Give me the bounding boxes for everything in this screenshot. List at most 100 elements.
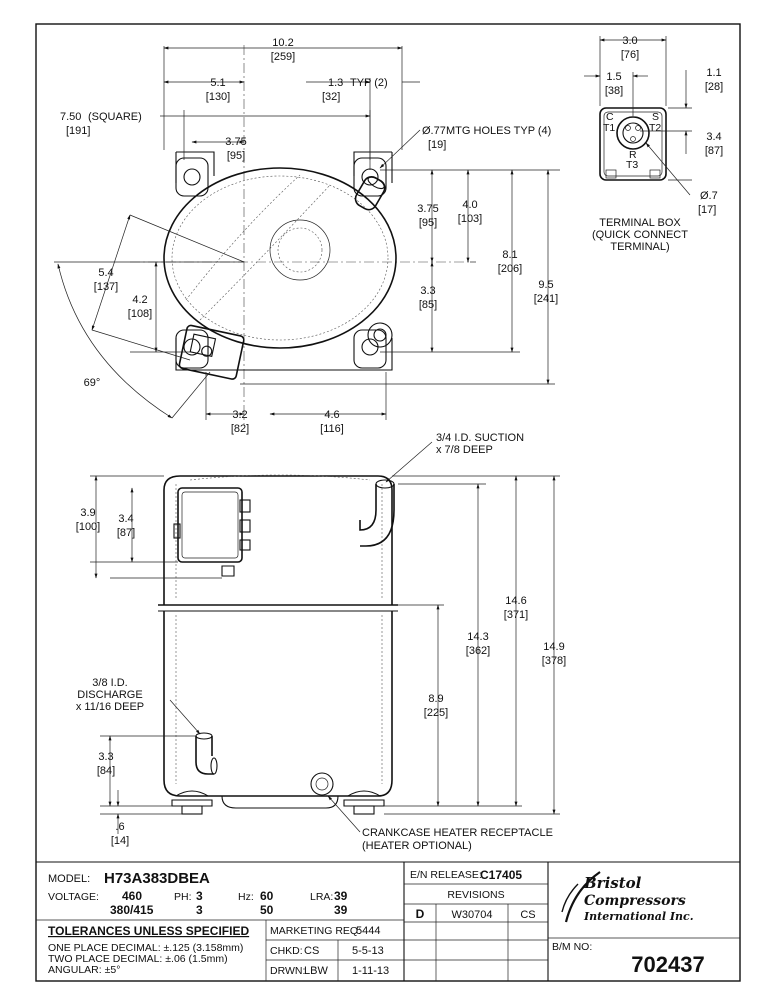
- svg-text:VOLTAGE:: VOLTAGE:: [48, 891, 99, 903]
- marketing-req: 5444: [356, 925, 380, 937]
- svg-text:PH:: PH:: [174, 891, 192, 903]
- lra-2: 39: [334, 903, 348, 917]
- svg-text:(SQUARE): (SQUARE): [88, 111, 142, 123]
- pin-s-label: S: [652, 111, 659, 123]
- hz-1: 60: [260, 889, 274, 903]
- pin-t2-label: T2: [649, 122, 661, 134]
- svg-text:[259]: [259]: [271, 51, 295, 63]
- svg-text:[38]: [38]: [605, 85, 623, 97]
- dim-right-95: 9.5: [538, 279, 553, 291]
- svg-text:[137]: [137]: [94, 281, 118, 293]
- compressor-shell-lower: [163, 611, 393, 797]
- dim-typ-offset: 1.3: [328, 77, 343, 89]
- bm-number: 702437: [631, 952, 704, 977]
- svg-text:[19]: [19]: [428, 139, 446, 151]
- dim-bottom-32: 3.2: [232, 409, 247, 421]
- svg-text:(HEATER OPTIONAL): (HEATER OPTIONAL): [362, 840, 472, 852]
- svg-text:DISCHARGE: DISCHARGE: [77, 689, 142, 701]
- dim-angle: 69°: [84, 377, 101, 389]
- svg-text:CHKD:: CHKD:: [270, 945, 303, 957]
- svg-text:[14]: [14]: [111, 835, 129, 847]
- svg-text:[84]: [84]: [97, 765, 115, 777]
- svg-text:[362]: [362]: [466, 645, 490, 657]
- svg-text:[191]: [191]: [66, 125, 90, 137]
- checked-date: 5-5-13: [352, 945, 384, 957]
- dim-h-89: 8.9: [428, 693, 443, 705]
- svg-text:[76]: [76]: [621, 49, 639, 61]
- model-number: H73A383DBEA: [104, 870, 210, 887]
- dim-bottom-46: 4.6: [324, 409, 339, 421]
- hz-2: 50: [260, 903, 274, 917]
- dim-h-146: 14.6: [505, 595, 526, 607]
- svg-text:TERMINAL): TERMINAL): [610, 241, 669, 253]
- dim-left-39: 3.9: [80, 507, 95, 519]
- svg-text:[28]: [28]: [705, 81, 723, 93]
- svg-text:[225]: [225]: [424, 707, 448, 719]
- svg-text:[85]: [85]: [419, 299, 437, 311]
- en-release: C17405: [480, 868, 522, 882]
- dim-overall-width: 10.2: [272, 37, 293, 49]
- side-view: 3/4 I.D. SUCTION x 7/8 DEEP 3.9 [100] 3.…: [76, 432, 566, 852]
- crankcase-heater-receptacle: [310, 772, 334, 796]
- svg-text:[378]: [378]: [542, 655, 566, 667]
- dim-left-42: 4.2: [132, 294, 147, 306]
- svg-text:B/M NO:: B/M NO:: [552, 941, 592, 953]
- sheet-border: [35, 23, 741, 982]
- suction-fitting-top: [354, 176, 386, 211]
- drawn-by: LBW: [304, 965, 328, 977]
- dim-square: 7.50: [60, 111, 81, 123]
- svg-text:E/N RELEASE:: E/N RELEASE:: [410, 869, 482, 881]
- pin-t3-label: T3: [626, 159, 638, 171]
- svg-text:REVISIONS: REVISIONS: [447, 889, 504, 901]
- svg-text:ANGULAR: ±5°: ANGULAR: ±5°: [48, 964, 120, 976]
- dim-mtg-holes: Ø.77: [422, 125, 446, 137]
- dim-tb-right-34: 3.4: [706, 131, 721, 143]
- crankcase-label: CRANKCASE HEATER RECEPTACLE: [362, 827, 553, 839]
- dim-right-375: 3.75: [417, 203, 438, 215]
- terminal-box-title: TERMINAL BOX: [599, 217, 681, 229]
- svg-text:[241]: [241]: [534, 293, 558, 305]
- voltage-1: 460: [122, 889, 142, 903]
- svg-text:TYP (2): TYP (2): [350, 77, 388, 89]
- svg-text:[108]: [108]: [128, 308, 152, 320]
- svg-text:MARKETING REQ:: MARKETING REQ:: [270, 925, 361, 937]
- dim-tb-offset: 1.5: [606, 71, 621, 83]
- svg-text:[95]: [95]: [419, 217, 437, 229]
- dim-right-40: 4.0: [462, 199, 477, 211]
- dim-h-143: 14.3: [467, 631, 488, 643]
- ph-2: 3: [196, 903, 203, 917]
- svg-text:International Inc.: International Inc.: [583, 910, 694, 923]
- dim-tb-dia: Ø.7: [700, 190, 718, 202]
- svg-text:x 7/8 DEEP: x 7/8 DEEP: [436, 444, 493, 456]
- svg-text:TWO PLACE DECIMAL: ±.06 (1.5mm: TWO PLACE DECIMAL: ±.06 (1.5mm): [48, 953, 228, 965]
- revision-number: W30704: [452, 909, 493, 921]
- svg-text:[87]: [87]: [117, 527, 135, 539]
- mtg-hole-br: [353, 329, 387, 369]
- dim-right-33: 3.3: [420, 285, 435, 297]
- dim-left-54: 5.4: [98, 267, 113, 279]
- revision-by: CS: [520, 909, 535, 921]
- drawn-date: 1-11-13: [352, 965, 389, 977]
- mtg-hole-tl: [175, 157, 209, 197]
- pin-r-label: R: [629, 149, 637, 161]
- svg-text:[100]: [100]: [76, 521, 100, 533]
- svg-text:Compressors: Compressors: [584, 893, 686, 909]
- revision-letter: D: [416, 907, 425, 921]
- ph-1: 3: [196, 889, 203, 903]
- mtg-hole-bl: [175, 329, 209, 369]
- svg-text:Bristol: Bristol: [583, 874, 642, 892]
- svg-text:(QUICK CONNECT: (QUICK CONNECT: [592, 229, 688, 241]
- lra-1: 39: [334, 889, 348, 903]
- mounting-foot-left: [171, 790, 213, 815]
- svg-text:x 11/16 DEEP: x 11/16 DEEP: [76, 701, 144, 713]
- pin-t1-label: T1: [603, 122, 615, 134]
- compressor-shell-top: [163, 167, 397, 349]
- bristol-logo: Bristol Compressors International Inc.: [561, 871, 694, 923]
- dim-foot: .6: [115, 821, 124, 833]
- suction-tube: [359, 479, 395, 547]
- compressor-shell-upper: [163, 475, 393, 605]
- svg-text:[95]: [95]: [227, 150, 245, 162]
- dim-left-33: 3.3: [98, 751, 113, 763]
- voltage-2: 380/415: [110, 903, 154, 917]
